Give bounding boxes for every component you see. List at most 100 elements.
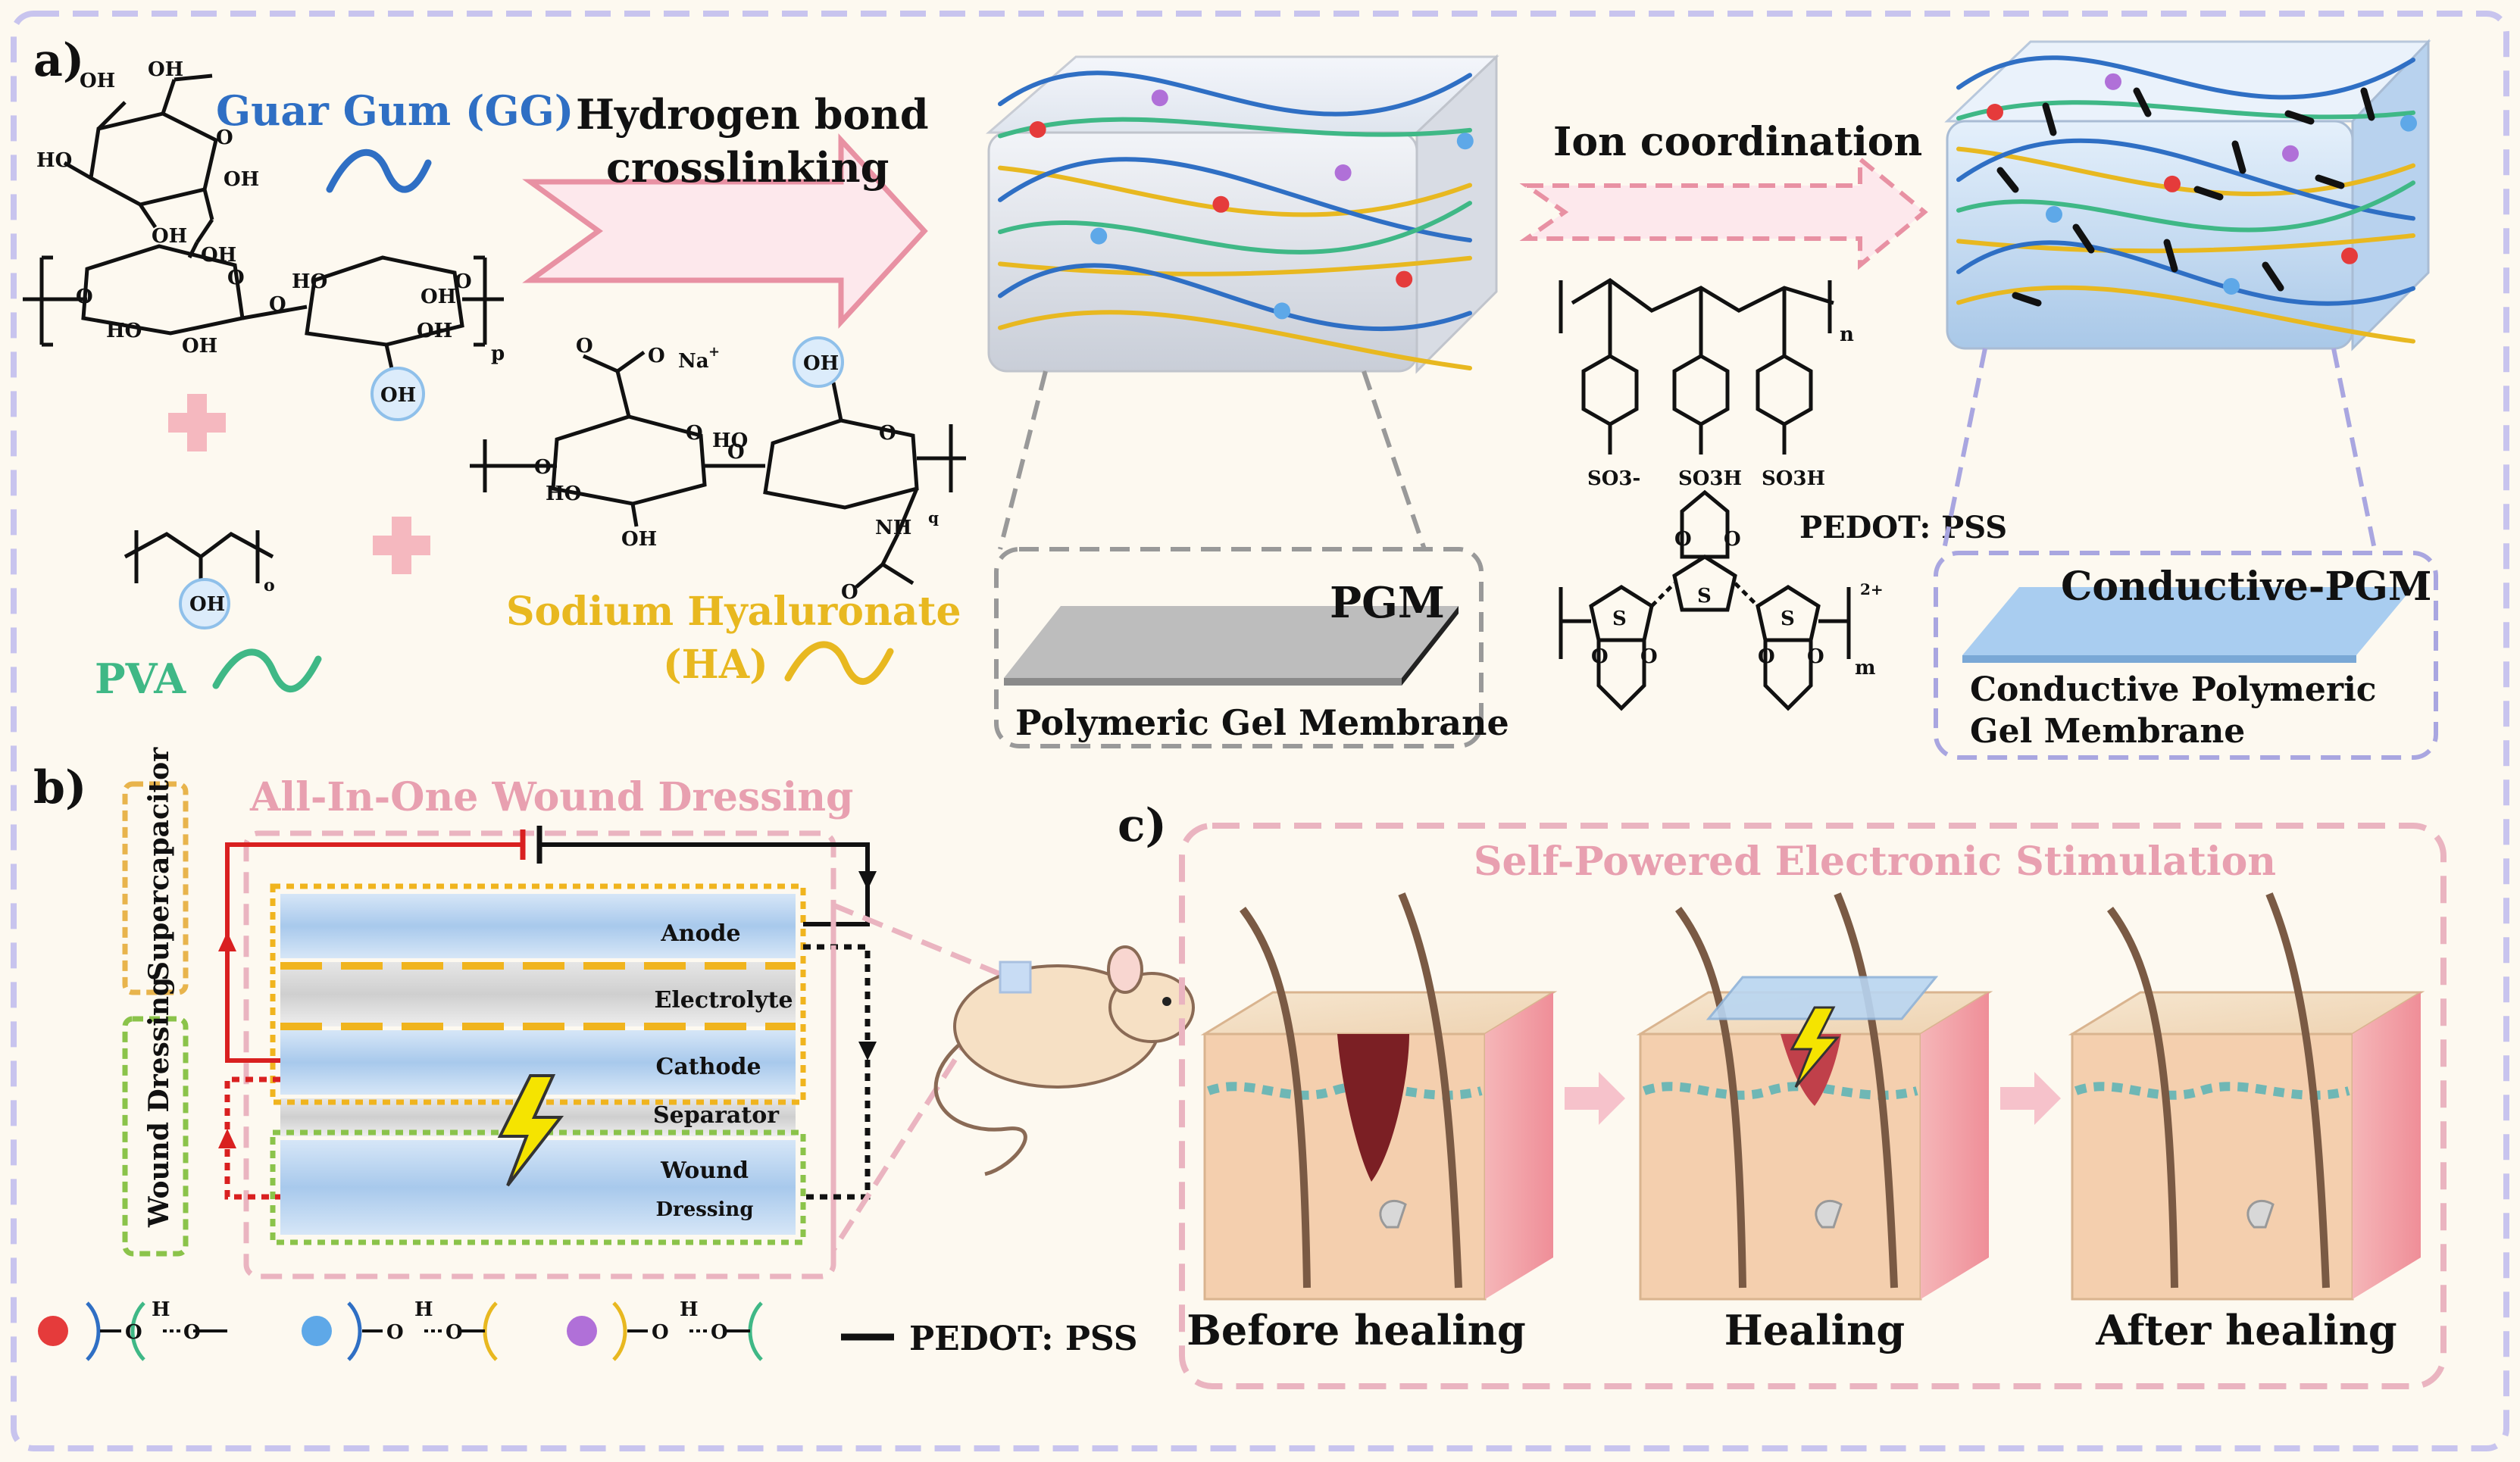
atom-label: SO3- (1587, 467, 1640, 490)
atom-label: OH (148, 58, 183, 81)
atom-label: O (183, 1321, 201, 1344)
atom-label: OH (421, 286, 456, 308)
atom-label: O (1640, 645, 1658, 668)
stage-label-before: Before healing (1187, 1306, 1526, 1354)
atom-label: O (1724, 528, 1741, 551)
atom-label: NH (875, 517, 911, 539)
atom-label: OH (189, 593, 225, 616)
atom-label: SO3H (1762, 467, 1825, 490)
atom-label: OH (80, 70, 115, 92)
atom-label: m (1855, 657, 1876, 679)
crosslink-dot (1030, 121, 1046, 138)
pgm-tag: PGM (1330, 578, 1445, 628)
crosslink-dot (1335, 164, 1352, 181)
mouse-wound-patch (1000, 962, 1030, 992)
wound-dressing-side-label: Wound Dressing (143, 977, 175, 1228)
atom-label: OH (380, 384, 416, 407)
crosslink-dot (1152, 89, 1168, 106)
layer-label: Dressing (655, 1198, 753, 1221)
atom-label: H (680, 1298, 699, 1321)
atom-label: OH (224, 168, 259, 191)
atom-label: S (1612, 608, 1627, 630)
atom-label: HO (106, 320, 142, 342)
atom-label: q (928, 508, 939, 526)
blue-dot-icon (302, 1316, 332, 1346)
atom-label: O (1807, 645, 1824, 668)
atom-label: S (1697, 585, 1712, 608)
panel-b-label: b) (33, 761, 86, 814)
crosslink-dot (2400, 115, 2417, 132)
crosslink-dot (1274, 302, 1290, 319)
atom-label: OH (803, 352, 839, 375)
stage-label-healing: Healing (1724, 1306, 1905, 1354)
layer-label: Electrolyte (654, 987, 793, 1014)
atom-label: O (76, 286, 93, 308)
ion-coordination-label: Ion coordination (1553, 119, 1922, 165)
atom-label: HO (712, 430, 748, 452)
atom-label: OH (152, 225, 187, 248)
atom-label: p (491, 342, 505, 365)
panel-b-title: All-In-One Wound Dressing (249, 774, 853, 820)
crosslink-dot (2046, 206, 2062, 223)
atom-label: OH (621, 528, 657, 551)
crosslink-dot (1212, 196, 1229, 213)
crosslink-dot (2164, 176, 2181, 192)
atom-label: Na (678, 350, 709, 373)
atom-label: O (1591, 645, 1609, 668)
atom-label: O (711, 1321, 728, 1344)
pedot-pss-label: PEDOT: PSS (1799, 510, 2007, 545)
supercapacitor-side-label: Supercapacitor (143, 747, 175, 981)
atom-label: O (879, 422, 896, 445)
guar-gum-label: Guar Gum (GG) (216, 86, 574, 135)
atom-label: O (227, 267, 245, 289)
pva-subscript: o (264, 576, 275, 595)
conductive-pgm-name-1: Conductive Polymeric (1970, 670, 2377, 709)
crosslink-dot (2282, 145, 2299, 162)
atom-label: HO (292, 270, 327, 293)
layer-label: Wound (660, 1157, 749, 1184)
atom-label: H (414, 1298, 433, 1321)
atom-label: O (534, 456, 552, 479)
atom-label: H (152, 1298, 170, 1321)
atom-label: O (446, 1321, 463, 1344)
atom-label: O (1758, 645, 1775, 668)
layer-label: Anode (660, 920, 740, 947)
layer-label: Separator (653, 1102, 780, 1129)
pedot-pss-legend-label: PEDOT: PSS (909, 1320, 1138, 1358)
atom-label: OH (182, 335, 217, 358)
atom-label: S (1781, 608, 1795, 630)
atom-label: O (652, 1321, 669, 1344)
atom-label: HO (546, 483, 581, 505)
atom-label: O (1674, 528, 1692, 551)
crosslink-dot (1987, 104, 2003, 120)
atom-label: OH (201, 244, 236, 267)
panel-c-label: c) (1118, 799, 1167, 852)
crosslink-dot (1457, 133, 1474, 149)
red-dot-icon (38, 1316, 68, 1346)
atom-label: SO3H (1678, 467, 1742, 490)
stage-labels: Before healing Healing After healing (1187, 1306, 2397, 1354)
conductive-pgm-tag: Conductive-PGM (2061, 564, 2431, 610)
crosslink-dot (2341, 248, 2358, 264)
pva-label: PVA (95, 654, 186, 703)
panel-c-title: Self-Powered Electronic Stimulation (1474, 839, 2276, 885)
crosslink-dot (2105, 73, 2121, 90)
atom-label: + (708, 344, 720, 360)
crosslink-dot (1090, 228, 1107, 245)
atom-label: O (269, 293, 286, 316)
pgm-name: Polymeric Gel Membrane (1015, 702, 1509, 743)
ha-label-2: (HA) (663, 642, 768, 688)
crosslink-dot (1396, 271, 1412, 288)
atom-label: O (125, 1321, 142, 1344)
atom-label: O (648, 345, 665, 367)
hydrogen-bond-label-1: Hydrogen bond (576, 90, 929, 139)
atom-label: O (386, 1321, 404, 1344)
ha-label-1: Sodium Hyaluronate (506, 589, 961, 635)
purple-dot-icon (567, 1316, 597, 1346)
crosslink-dot (2223, 278, 2240, 295)
hydrogen-bond-label-2: crosslinking (606, 143, 889, 192)
atom-label: O (455, 270, 472, 293)
layer-label: Cathode (655, 1054, 761, 1080)
atom-label: O (686, 422, 703, 445)
